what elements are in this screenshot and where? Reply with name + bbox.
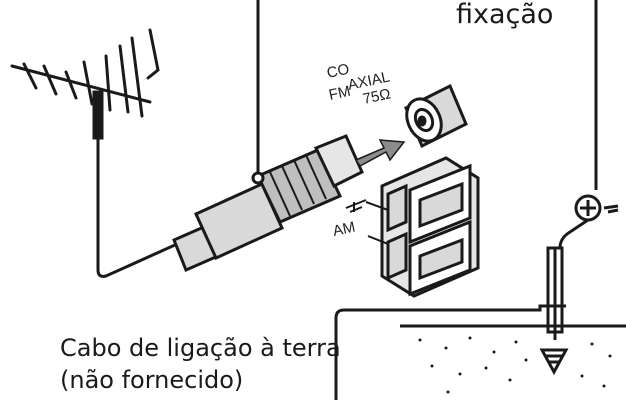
terminal-ground-icon [345, 199, 389, 245]
fm-antenna [10, 28, 188, 278]
coaxial-label-part1: CO [325, 61, 351, 82]
am-label: AM [331, 219, 357, 240]
insert-arrow [354, 139, 406, 167]
fm-label: FM [327, 83, 352, 104]
am-terminal-block [380, 156, 480, 298]
fixing-label: fixação [456, 0, 554, 30]
coaxial-jack [404, 83, 468, 149]
ground-rod [539, 194, 619, 376]
soil-dots [418, 336, 612, 394]
ground-cable-label: Cabo de ligação à terra [60, 334, 341, 362]
ground-cable-note: (não fornecido) [60, 366, 244, 394]
coaxial-plug [172, 134, 364, 272]
impedance-label: 75Ω [361, 85, 392, 107]
ground-surface [334, 304, 626, 400]
